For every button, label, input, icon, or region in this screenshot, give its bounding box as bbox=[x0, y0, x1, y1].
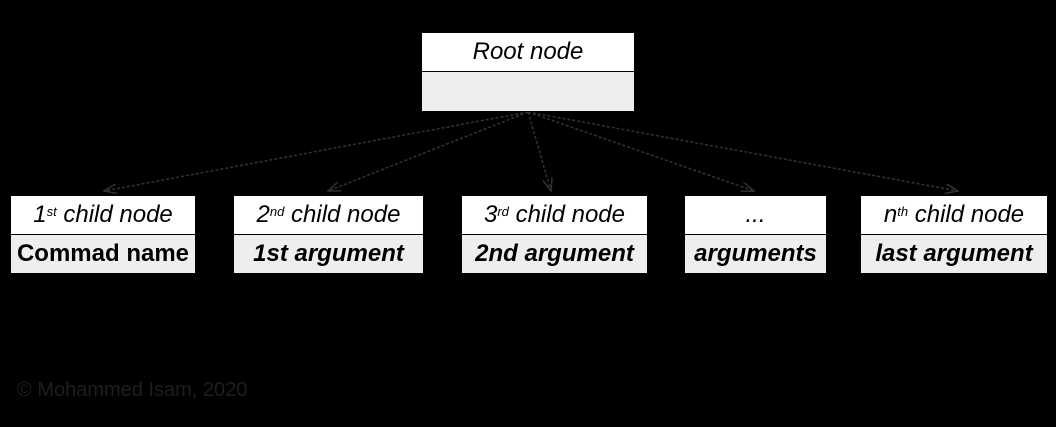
child-node-4-title: ... bbox=[685, 196, 826, 235]
edge-root-to-child-1 bbox=[104, 111, 529, 191]
copyright-text: © Mohammed Isam, 2020 bbox=[17, 379, 248, 401]
child-node-3-body: 2nd argument bbox=[462, 234, 647, 273]
root-node: Root node bbox=[421, 32, 635, 112]
child-node-2-suffix: nd bbox=[269, 204, 285, 220]
child-node-4-body: arguments bbox=[685, 234, 826, 273]
child-node-3-label: child node bbox=[508, 200, 625, 228]
child-node-5-label: child node bbox=[908, 200, 1025, 228]
child-node-1-label: child node bbox=[56, 200, 173, 228]
child-node-4-ordinal: ... bbox=[745, 200, 766, 228]
edges bbox=[104, 111, 958, 191]
child-node-3-ordinal: 3 bbox=[483, 200, 498, 228]
edge-root-to-child-5 bbox=[527, 111, 958, 191]
edge-root-to-child-4 bbox=[527, 111, 754, 191]
child-node-1-body: Commad name bbox=[11, 234, 195, 273]
child-node-5-ordinal: n bbox=[883, 200, 898, 228]
child-node-2-label: child node bbox=[284, 200, 401, 228]
edge-root-to-child-2 bbox=[328, 111, 529, 191]
child-node-5-suffix: th bbox=[897, 204, 909, 220]
child-node-1-ordinal: 1 bbox=[33, 200, 47, 228]
child-node-1-suffix: st bbox=[46, 204, 57, 220]
child-node-5-body: last argument bbox=[861, 234, 1047, 273]
child-node-2-ordinal: 2 bbox=[256, 200, 270, 228]
root-node-body bbox=[422, 72, 634, 111]
child-node-3-suffix: rd bbox=[497, 204, 509, 220]
edge-root-to-child-3 bbox=[527, 111, 551, 191]
root-node-title: Root node bbox=[422, 33, 634, 72]
child-node-2-body: 1st argument bbox=[234, 234, 423, 273]
child-node-4: ... arguments bbox=[684, 195, 827, 274]
